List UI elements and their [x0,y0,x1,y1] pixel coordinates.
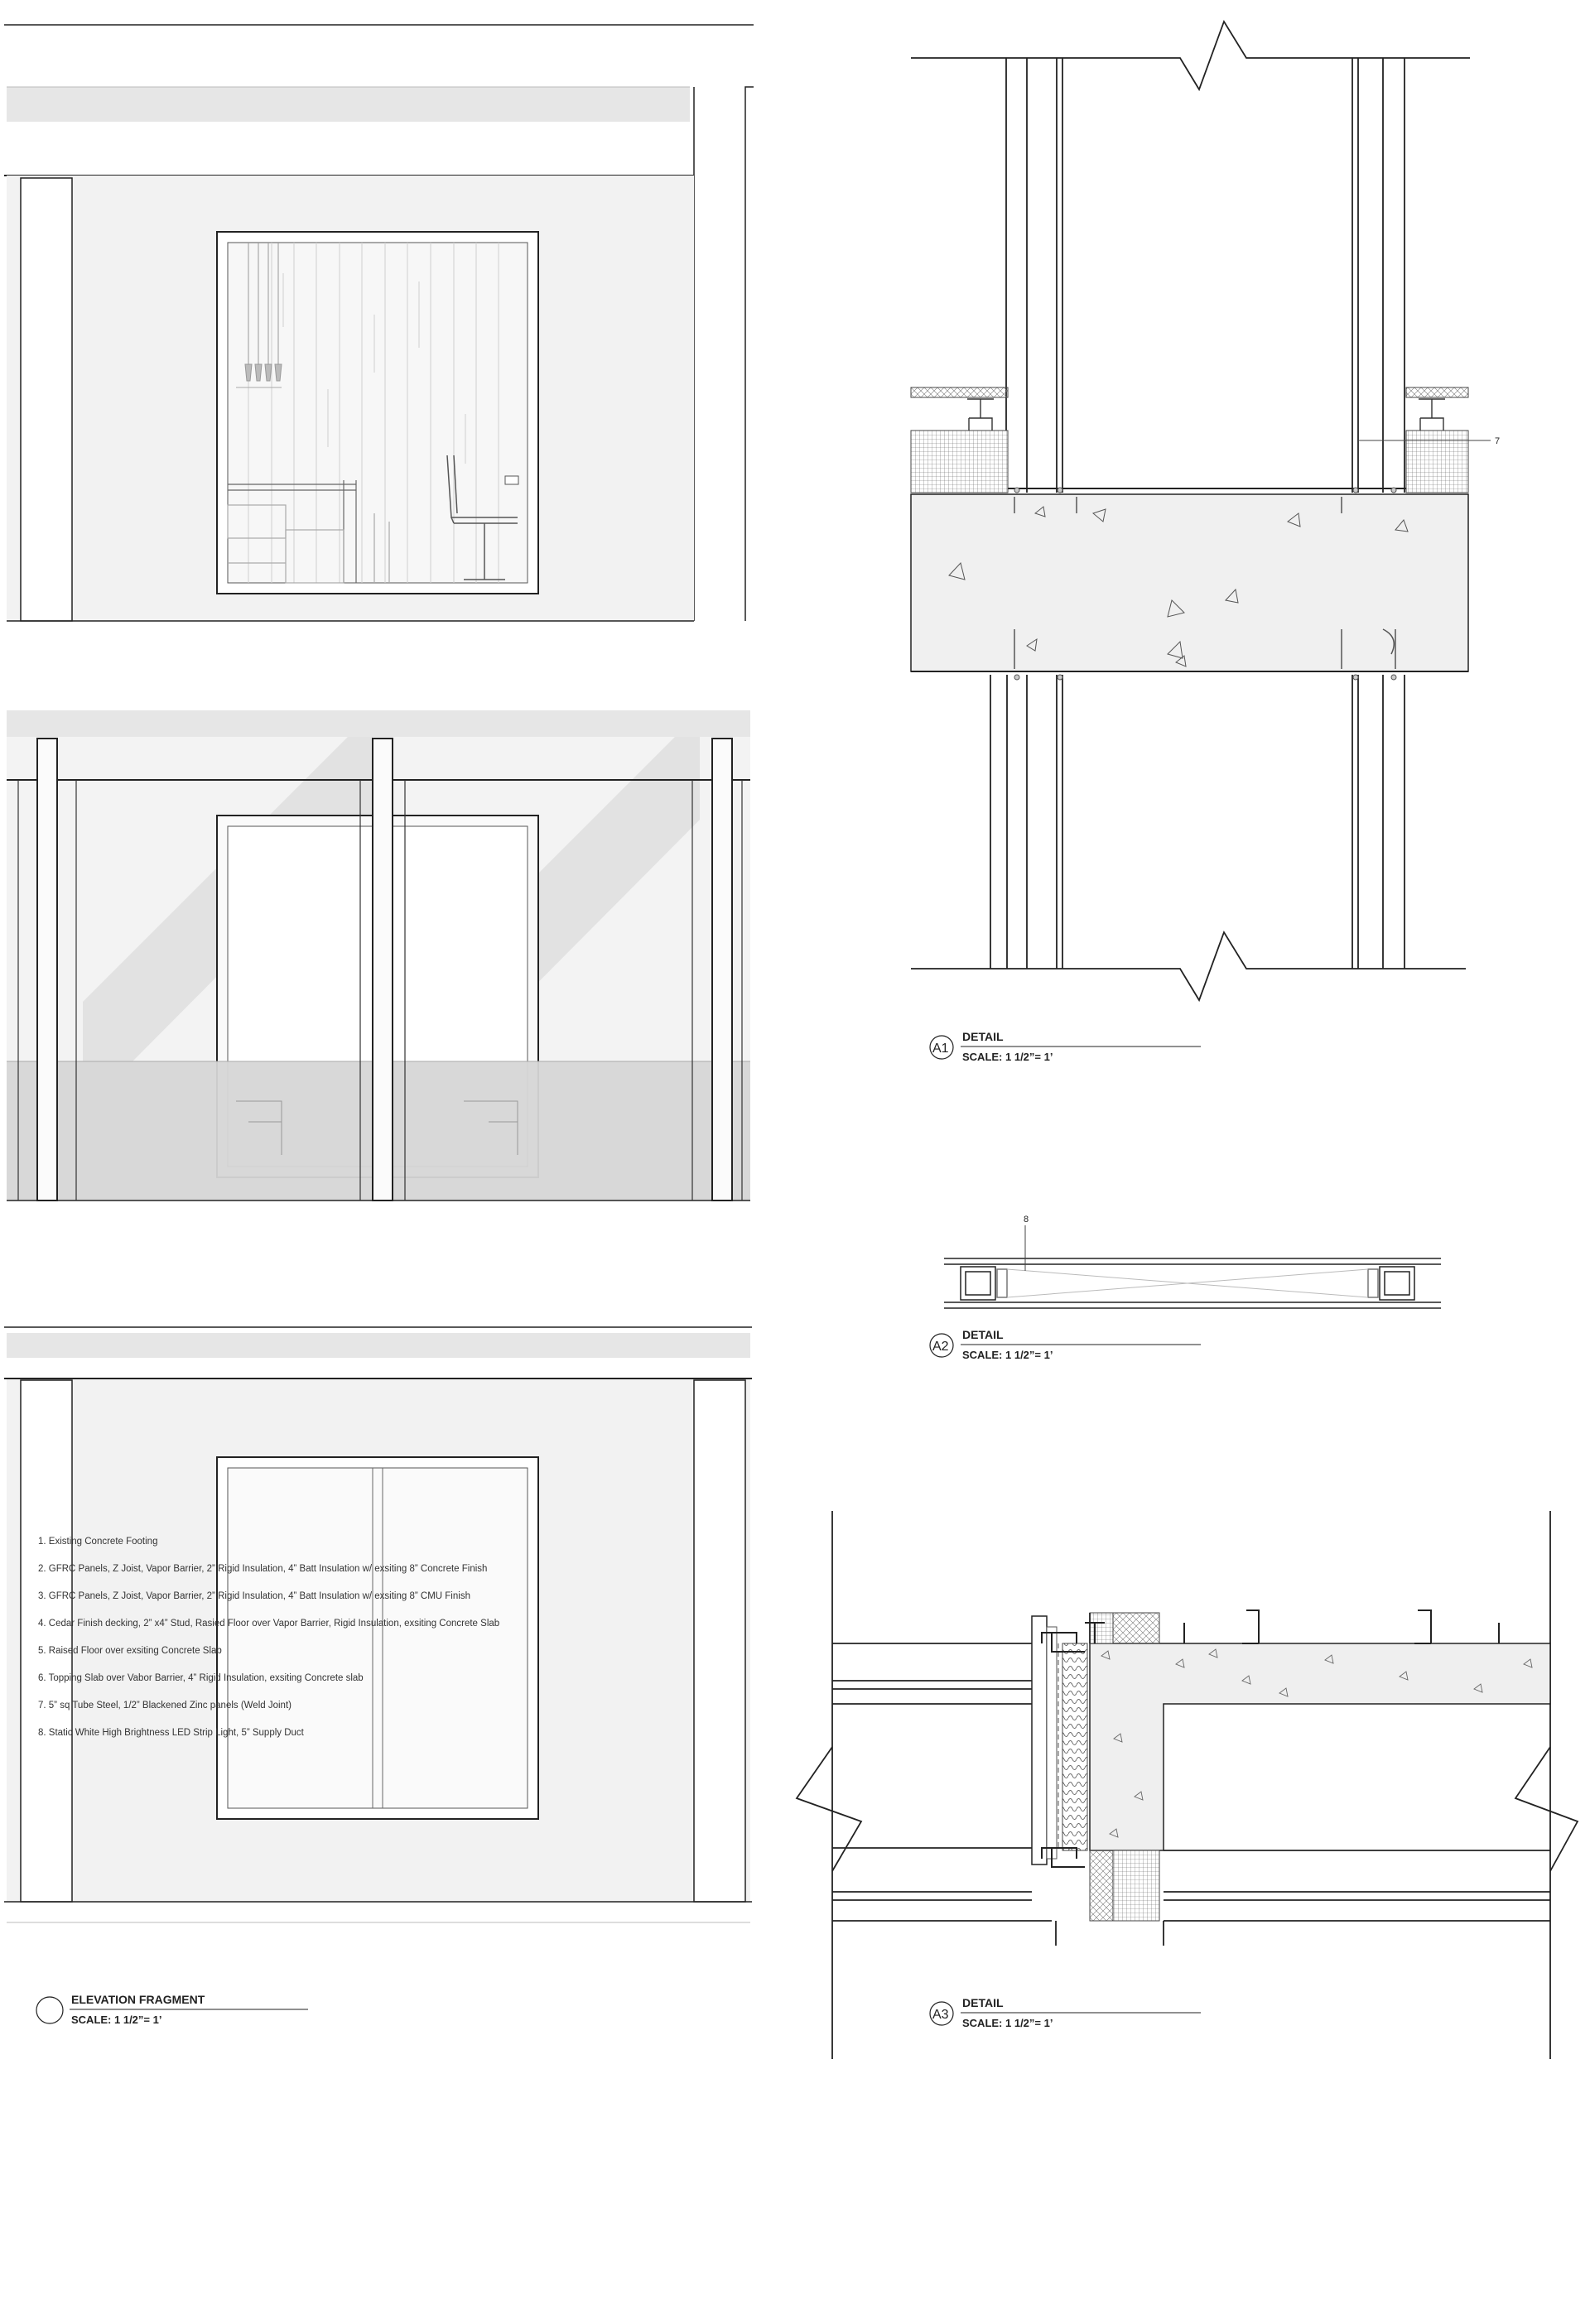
callout-7: 7 [1495,436,1500,446]
legend-item: 2. GFRC Panels, Z Joist, Vapor Barrier, … [38,1564,488,1574]
detail-a1-scale: SCALE: 1 1/2”= 1’ [962,1051,1053,1063]
detail-a3-scale: SCALE: 1 1/2”= 1’ [962,2017,1053,2029]
legend-item: 5. Raised Floor over exsiting Concrete S… [38,1646,222,1656]
detail-a2-tag: A2 [932,1340,949,1354]
detail-a2-label: DETAIL [962,1328,1004,1341]
callout-8: 8 [1024,1215,1029,1225]
detail-a1-title: A1 DETAIL SCALE: 1 1/2”= 1’ [929,1030,1201,1063]
detail-a1-tag: A1 [932,1042,949,1056]
elevation-scale: SCALE: 1 1/2”= 1’ [71,2014,161,2026]
detail-a2-title: A2 DETAIL SCALE: 1 1/2”= 1’ [929,1328,1201,1361]
elevation-fragment-bottom [4,1326,752,1923]
legend-item: 3. GFRC Panels, Z Joist, Vapor Barrier, … [38,1591,470,1601]
detail-a1-tag-circle [929,1035,954,1060]
legend-item: 8. Static White High Brightness LED Stri… [38,1728,304,1738]
detail-a3-label: DETAIL [962,1996,1004,2009]
materials-legend: 1. Existing Concrete Footing 2. GFRC Pan… [38,1536,502,1754]
legend-item: 1. Existing Concrete Footing [38,1537,158,1547]
detail-a1-label: DETAIL [962,1030,1004,1043]
legend-item: 7. 5” sq Tube Steel, 1/2” Blackened Zinc… [38,1701,292,1711]
detail-a2-tag-circle [929,1333,954,1358]
elevation-fragment-middle [7,710,750,1201]
elevation-tag-circle [36,1996,64,2024]
detail-a3-title: A3 DETAIL SCALE: 1 1/2”= 1’ [929,1996,1201,2029]
elevation-title: ELEVATION FRAGMENT [71,1993,205,2006]
detail-a1: 7 [910,19,1500,1063]
elevation-title-block: ELEVATION FRAGMENT SCALE: 1 1/2”= 1’ [36,1993,308,2026]
elevation-fragment-top [4,24,754,622]
detail-a3: A3 DETAIL SCALE: 1 1/2”= 1’ [795,1511,1579,2059]
detail-a3-tag-circle [929,2001,954,2026]
detail-a2-scale: SCALE: 1 1/2”= 1’ [962,1349,1053,1361]
window-interior-view [216,231,539,594]
detail-a2: 8 A2 DETAIL SCALE: 1 1/2”= 1’ [929,1215,1441,1361]
legend-item: 6. Topping Slab over Vabor Barrier, 4” R… [38,1673,364,1683]
detail-a3-tag: A3 [932,2008,949,2022]
legend-item: 4. Cedar Finish decking, 2” x4” Stud, Ra… [38,1619,500,1629]
